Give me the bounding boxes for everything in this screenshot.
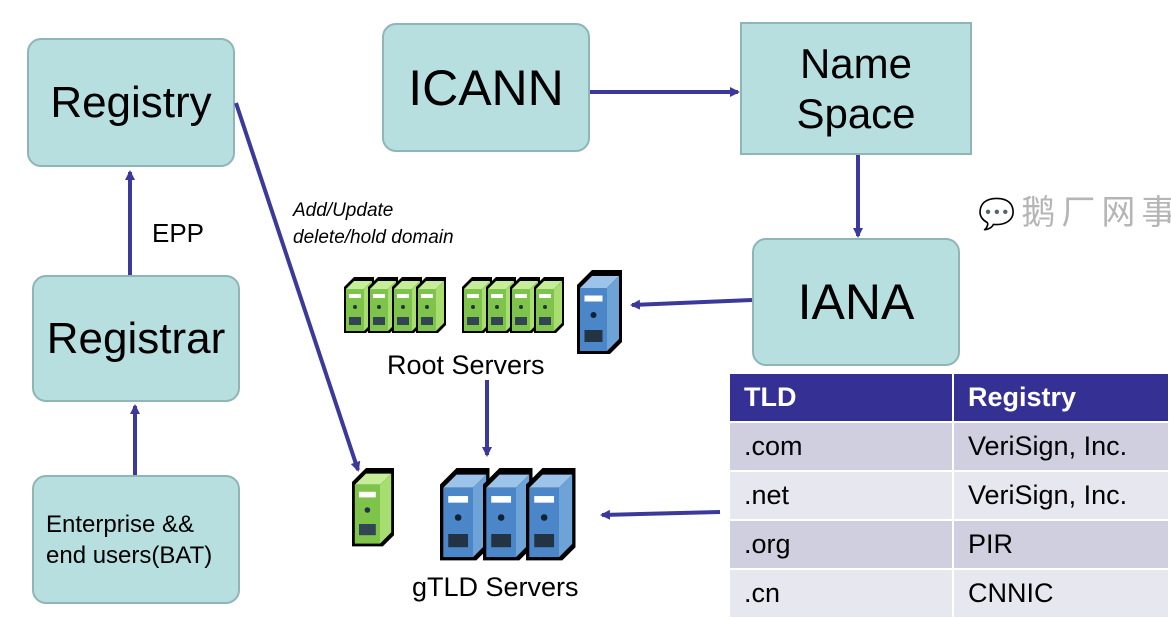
wechat-icon: 💬 bbox=[978, 198, 1022, 231]
icann-box: ICANN bbox=[382, 23, 590, 152]
registry-cell: CNNIC bbox=[952, 568, 1170, 618]
gtld-server-icons bbox=[352, 468, 576, 561]
watermark-text: 鹅厂网事 bbox=[1021, 194, 1171, 232]
root-server-icons bbox=[344, 270, 622, 354]
registrar-box: Registrar bbox=[32, 275, 240, 402]
server-icon bbox=[440, 468, 490, 561]
arrow-table-gtld bbox=[600, 509, 721, 520]
tld-cell: .cn bbox=[728, 568, 954, 618]
registry-cell: VeriSign, Inc. bbox=[952, 421, 1170, 472]
iana-box: IANA bbox=[752, 238, 960, 366]
server-icon bbox=[352, 468, 394, 547]
root-servers-label: Root Servers bbox=[387, 350, 545, 380]
tld-cell: .net bbox=[728, 470, 954, 521]
delete-hold-label: delete/hold domain bbox=[293, 227, 454, 248]
epp-label: EPP bbox=[152, 218, 205, 248]
add-update-label: Add/Update bbox=[293, 200, 394, 221]
gtld-servers-label: gTLD Servers bbox=[412, 572, 579, 602]
server-icon bbox=[577, 270, 622, 354]
registry-box: Registry bbox=[27, 38, 235, 167]
header-registry: Registry bbox=[952, 372, 1170, 423]
server-icon bbox=[534, 277, 564, 333]
registry-cell: VeriSign, Inc. bbox=[952, 470, 1170, 521]
registry-cell: PIR bbox=[952, 519, 1170, 570]
header-tld: TLD bbox=[728, 372, 954, 423]
watermark: 💬鹅厂网事 bbox=[978, 185, 1171, 234]
enterprise-box: Enterprise && end users(BAT) bbox=[32, 475, 240, 604]
tld-cell: .com bbox=[728, 421, 954, 472]
server-icon bbox=[416, 277, 446, 333]
arrow-registry-gtld bbox=[234, 102, 361, 472]
arrow-iana-root bbox=[630, 298, 753, 310]
server-icon bbox=[526, 468, 576, 561]
tld-cell: .org bbox=[728, 519, 954, 570]
name-space-box: Name Space bbox=[740, 22, 972, 155]
server-icon bbox=[483, 468, 533, 561]
